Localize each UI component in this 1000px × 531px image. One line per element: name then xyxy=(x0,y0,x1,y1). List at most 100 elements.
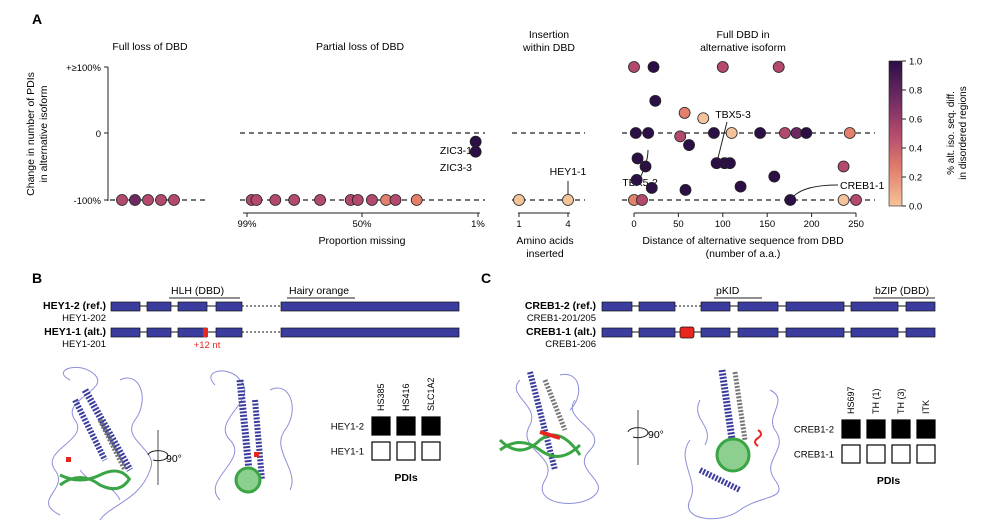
exon xyxy=(601,327,633,338)
scatter-point xyxy=(649,94,662,107)
scatter-point xyxy=(674,130,687,143)
creb1-1-label: CREB1-1 xyxy=(840,180,885,192)
hey1-ref-sub: HEY1-202 xyxy=(62,313,106,324)
scatter-point xyxy=(837,194,850,206)
sub3-x-tick-label-4: 4 xyxy=(565,219,570,230)
sub4-x-tick-label: 200 xyxy=(804,219,820,230)
pdi-column-label: TH (1) xyxy=(871,389,881,415)
scatter-point xyxy=(628,61,640,73)
pdi-cell xyxy=(371,441,391,461)
pdi-cell xyxy=(866,419,886,439)
hey1-hairy-domain-label: Hairy orange xyxy=(289,285,349,297)
hey1-alt-sub: HEY1-201 xyxy=(62,339,106,350)
scatter-point xyxy=(314,194,326,206)
scatter-point xyxy=(645,182,658,194)
pdi-cell xyxy=(421,416,441,436)
colorbar-tick-label: 0.0 xyxy=(909,202,922,213)
creb1-rotate-label: 90° xyxy=(648,429,664,441)
sub4-x-tick-label: 150 xyxy=(759,219,775,230)
pdi-cell xyxy=(866,444,886,464)
hey1-alt-name: HEY1-1 (alt.) xyxy=(44,326,106,338)
exon xyxy=(785,327,845,338)
zic3-1-label: ZIC3-1 xyxy=(440,145,472,157)
exon xyxy=(177,327,208,338)
rotation-arrow-icon xyxy=(147,450,169,462)
pdi-cell xyxy=(371,416,391,436)
scatter-point xyxy=(800,127,813,139)
creb1-alt-name: CREB1-1 (alt.) xyxy=(526,326,596,338)
hey1-ref-name: HEY1-2 (ref.) xyxy=(43,300,106,312)
sub3-x-label-line1: Amino acids xyxy=(516,235,573,247)
exon xyxy=(177,301,208,312)
scatter-point xyxy=(725,127,738,139)
scatter-point xyxy=(642,127,655,139)
helix xyxy=(542,379,568,431)
exon xyxy=(146,327,172,338)
pdi-column-label: HS385 xyxy=(376,383,386,411)
scatter-point xyxy=(630,173,643,186)
hey1-rotate-label: 90° xyxy=(166,453,182,465)
hey1-hlh-domain-label: HLH (DBD) xyxy=(171,285,224,297)
insert-highlight xyxy=(66,457,71,462)
panel-b-letter: B xyxy=(32,270,42,286)
helix xyxy=(72,398,108,462)
pdi-row-label: HEY1-2 xyxy=(331,422,364,433)
pdi-cell xyxy=(916,419,936,439)
dna-helix xyxy=(498,433,582,458)
exon xyxy=(110,327,141,338)
sub2-x-tick-label-50: 50% xyxy=(352,219,372,230)
pdi-row-label: CREB1-1 xyxy=(794,450,834,461)
insert-highlight xyxy=(254,452,259,457)
pdi-cell xyxy=(421,441,441,461)
scatter-point xyxy=(269,194,282,206)
creb1-alt-sub: CREB1-206 xyxy=(545,339,596,350)
scatter-point xyxy=(779,127,791,139)
sub4-x-tick-label: 250 xyxy=(848,219,864,230)
coil xyxy=(210,370,293,501)
hey1-insert-marker xyxy=(203,328,208,337)
scatter-point xyxy=(678,107,691,119)
creb1-ref-name: CREB1-2 (ref.) xyxy=(525,300,596,312)
scatter-point xyxy=(288,194,301,206)
scatter-point xyxy=(351,194,364,206)
sub4-title-line2: alternative isoform xyxy=(700,42,786,54)
scatter-point xyxy=(850,194,862,206)
helix xyxy=(236,379,254,481)
insert-highlight xyxy=(754,429,762,447)
exon xyxy=(280,301,460,312)
scatter-point xyxy=(631,152,644,165)
scatter-point xyxy=(513,194,525,206)
pdi-column-label: SLC1A2 xyxy=(426,377,436,411)
pdi-cell xyxy=(396,416,416,436)
exon xyxy=(905,327,936,338)
scatter-point xyxy=(366,194,378,206)
scatter-point xyxy=(768,170,781,183)
y-axis-label-line1: Change in number of PDIs xyxy=(25,72,37,196)
scatter-point xyxy=(636,194,648,206)
pdi-column-label: HS697 xyxy=(846,386,856,414)
sub4-x-label-line1: Distance of alternative sequence from DB… xyxy=(642,235,844,247)
scatter-point xyxy=(734,180,747,193)
colorbar-tick-label: 0.2 xyxy=(909,173,922,184)
scatter-point xyxy=(679,184,692,196)
sub4-x-tick-label: 0 xyxy=(631,219,636,230)
scatter-point xyxy=(843,127,856,139)
pdi-column-label: TH (3) xyxy=(896,389,906,415)
creb1-bzip-domain-label: bZIP (DBD) xyxy=(875,285,929,297)
hey1-insert-label: +12 nt xyxy=(194,340,221,351)
helix xyxy=(97,418,128,472)
sub3-x-label-line2: inserted xyxy=(526,248,564,260)
scatter-point xyxy=(629,127,642,139)
scatter-point xyxy=(683,139,695,151)
sub4-x-tick-label: 50 xyxy=(673,219,684,230)
creb1-1-leader xyxy=(793,184,839,197)
insert-highlight xyxy=(539,430,561,440)
exon xyxy=(905,301,936,312)
sub1-title: Full loss of DBD xyxy=(112,41,188,53)
pdi-row-label: CREB1-2 xyxy=(794,425,834,436)
exon xyxy=(110,301,141,312)
y-tick-label-100: +≥100% xyxy=(66,63,102,74)
y-tick-label-neg100: -100% xyxy=(74,196,102,207)
sub4-x-label-line2: (number of a.a.) xyxy=(706,248,781,260)
pdi-axis-label: PDIs xyxy=(394,472,418,484)
